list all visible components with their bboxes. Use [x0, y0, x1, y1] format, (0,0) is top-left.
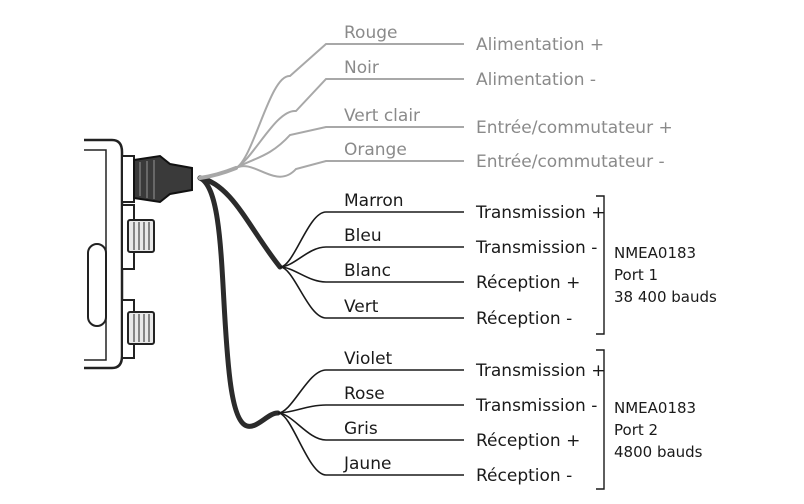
- wire-color-label: Vert: [344, 297, 379, 317]
- wire-color-label: Vert clair: [344, 106, 420, 126]
- wire-line: [235, 160, 464, 178]
- cable-port1: [197, 175, 283, 270]
- wire-function-label: Entrée/commutateur +: [476, 118, 673, 138]
- wire-color-label: Blanc: [344, 261, 391, 281]
- wire-line: [277, 412, 464, 476]
- wire-color-label: Bleu: [344, 226, 382, 246]
- wire-line: [235, 78, 464, 169]
- group-bracket: [596, 349, 605, 490]
- wire-function-label: Transmission +: [475, 203, 605, 223]
- group-label-line: 4800 bauds: [614, 443, 703, 461]
- wires-layer: [197, 43, 464, 476]
- wire-line: [279, 266, 464, 283]
- wire-color-label: Violet: [344, 349, 393, 369]
- wire-line: [279, 211, 464, 268]
- wire-line: [235, 43, 464, 169]
- wire-function-label: Transmission -: [475, 396, 597, 416]
- wire-function-label: Réception +: [476, 431, 580, 451]
- wire-function-label: Réception +: [476, 273, 580, 293]
- group-label-line: NMEA0183: [614, 399, 696, 417]
- device-connector-icon: [84, 138, 193, 370]
- wire-function-label: Entrée/commutateur -: [476, 152, 665, 172]
- wire-color-label: Orange: [344, 140, 407, 160]
- wire-function-label: Réception -: [476, 309, 572, 329]
- wire-color-label: Rouge: [344, 23, 397, 43]
- wire-color-label: Marron: [344, 191, 404, 211]
- group-label-line: Port 2: [614, 421, 658, 439]
- group-label-line: 38 400 bauds: [614, 288, 717, 306]
- cable-grey: [198, 166, 238, 180]
- wire-color-label: Gris: [344, 419, 378, 439]
- group-label-line: Port 1: [614, 266, 658, 284]
- group-bracket: [596, 195, 605, 335]
- wire-function-label: Alimentation -: [476, 70, 596, 90]
- wire-line: [279, 266, 464, 319]
- wire-color-label: Noir: [344, 58, 379, 78]
- wire-color-label: Jaune: [343, 454, 391, 474]
- wire-function-label: Transmission +: [475, 361, 605, 381]
- wire-line: [279, 246, 464, 268]
- wire-color-label: Rose: [344, 384, 385, 404]
- wire-function-label: Alimentation +: [476, 35, 604, 55]
- wire-line: [235, 126, 464, 169]
- wire-function-label: Réception -: [476, 466, 572, 486]
- wire-line: [277, 369, 464, 414]
- wire-function-label: Transmission -: [475, 238, 597, 258]
- wire-line: [277, 404, 464, 414]
- group-label-line: NMEA0183: [614, 244, 696, 262]
- cable-port2: [197, 175, 281, 429]
